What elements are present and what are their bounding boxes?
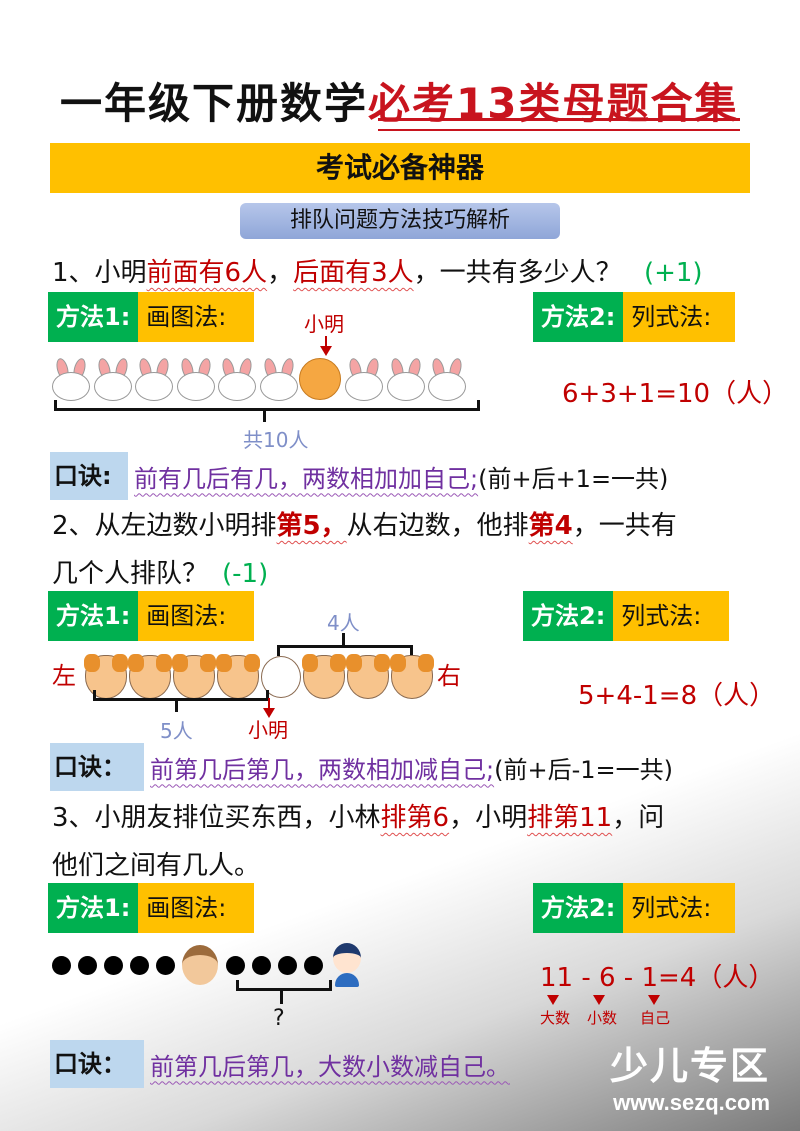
q2-bottom-brace: [93, 690, 269, 701]
q3-line2: 他们之间有几人。: [52, 851, 261, 881]
dot-icon: [156, 955, 175, 975]
dot-icon: [52, 955, 71, 975]
banner: 考试必备神器: [50, 143, 750, 193]
q2-top-stem: [342, 633, 345, 645]
q2-top-label: 4人: [327, 611, 360, 635]
q1-total-label: 共10人: [243, 428, 309, 452]
q1-arrow-stem: [325, 336, 327, 348]
dog-icon: [346, 654, 390, 699]
q3-rhyme: 口诀：前第几后第几，大数小数减自己。: [50, 1040, 510, 1088]
bunny-icon: [50, 356, 90, 401]
arrow-down-icon: [263, 708, 275, 718]
bunny-icon: [133, 356, 173, 401]
bunny-icon: [258, 356, 298, 401]
dot-icon: [104, 955, 123, 975]
q3-annotation-self: 自己: [640, 1009, 671, 1027]
tiger-icon: [299, 358, 341, 400]
q3-method1: 方法1:画图法:: [48, 883, 255, 933]
bunny-icon: [343, 356, 383, 401]
q2-equation: 5+4-1=8（人）: [578, 681, 776, 711]
dot-icon: [252, 955, 271, 975]
q1-brace: [54, 400, 480, 411]
q1-text: 1、小明前面有6人，后面有3人，一共有多少人？ (+1): [52, 258, 703, 288]
bunny-icon: [216, 356, 256, 401]
q3-annotation-small: 小数: [587, 1009, 618, 1027]
q2-hint: (-1): [222, 559, 269, 589]
q1-brace-stem: [263, 410, 266, 422]
boy-icon: [330, 943, 364, 987]
q3-line1: 3、小朋友排位买东西，小林排第6，小明排第11，问: [52, 803, 665, 833]
dog-icon: [172, 654, 216, 699]
q3-equation: 11 - 6 - 1=4（人）: [540, 963, 775, 993]
bunny-icon: [175, 356, 215, 401]
q2-top-brace: [277, 645, 413, 656]
dot-icon: [226, 955, 245, 975]
bunny-icon: [92, 356, 132, 401]
arrow-down-icon: [320, 346, 332, 356]
q2-bottom-stem: [175, 700, 178, 712]
arrow-down-icon: [648, 995, 660, 1005]
title-underline: [378, 118, 740, 131]
q2-left-label: 左: [52, 662, 76, 690]
dot-icon: [278, 955, 297, 975]
q1-rhyme: 口诀:前有几后有几，两数相加加自己;(前+后+1=一共): [50, 452, 668, 500]
q2-pointer-label: 小明: [248, 718, 288, 742]
dog-icon: [128, 654, 172, 699]
kid-with-glasses-icon: [182, 945, 218, 985]
q2-method1: 方法1:画图法:: [48, 591, 255, 641]
q2-method2: 方法2:列式法:: [523, 591, 730, 641]
title-black: 一年级下册数学: [60, 79, 369, 128]
q2-rhyme: 口诀：前第几后第几，两数相加减自己;(前+后-1=一共): [50, 743, 673, 791]
q1-pointer-label: 小明: [304, 312, 344, 336]
bunny-icon: [426, 356, 466, 401]
page-title: 一年级下册数学必考13类母题合集: [60, 70, 738, 131]
q3-brace-stem: [280, 990, 283, 1004]
dog-icon: [216, 654, 260, 699]
q2-bottom-label: 5人: [160, 719, 193, 743]
watermark: 少儿专区 www.sezq.com: [610, 1035, 770, 1116]
arrow-down-icon: [547, 995, 559, 1005]
section-pill: 排队问题方法技巧解析: [240, 203, 560, 239]
q3-brace: [236, 980, 332, 991]
dot-icon: [130, 955, 149, 975]
dog-icon: [390, 654, 434, 699]
dog-icon: [302, 654, 346, 699]
q2-right-label: 右: [437, 662, 461, 690]
q2-line1: 2、从左边数小明排第5，从右边数，他排第4，一共有: [52, 511, 677, 541]
watermark-name: 少儿专区: [609, 1044, 770, 1088]
q3-method2: 方法2:列式法:: [533, 883, 736, 933]
q3-annotation-big: 大数: [540, 1009, 571, 1027]
q1-method2: 方法2:列式法:: [533, 292, 736, 342]
q2-arrow-stem: [268, 698, 270, 710]
q3-question-mark: ?: [273, 1006, 285, 1031]
q3-queue: [52, 943, 364, 987]
q1-queue: [50, 356, 468, 401]
dot-icon: [78, 955, 97, 975]
q1-equation: 6+3+1=10（人）: [562, 379, 789, 409]
watermark-url: www.sezq.com: [613, 1090, 770, 1115]
q1-hint: (+1): [643, 258, 703, 288]
dot-icon: [304, 955, 323, 975]
q2-line2: 几个人排队？(-1): [52, 559, 269, 589]
arrow-down-icon: [593, 995, 605, 1005]
q1-method1: 方法1:画图法:: [48, 292, 255, 342]
bunny-icon: [385, 356, 425, 401]
